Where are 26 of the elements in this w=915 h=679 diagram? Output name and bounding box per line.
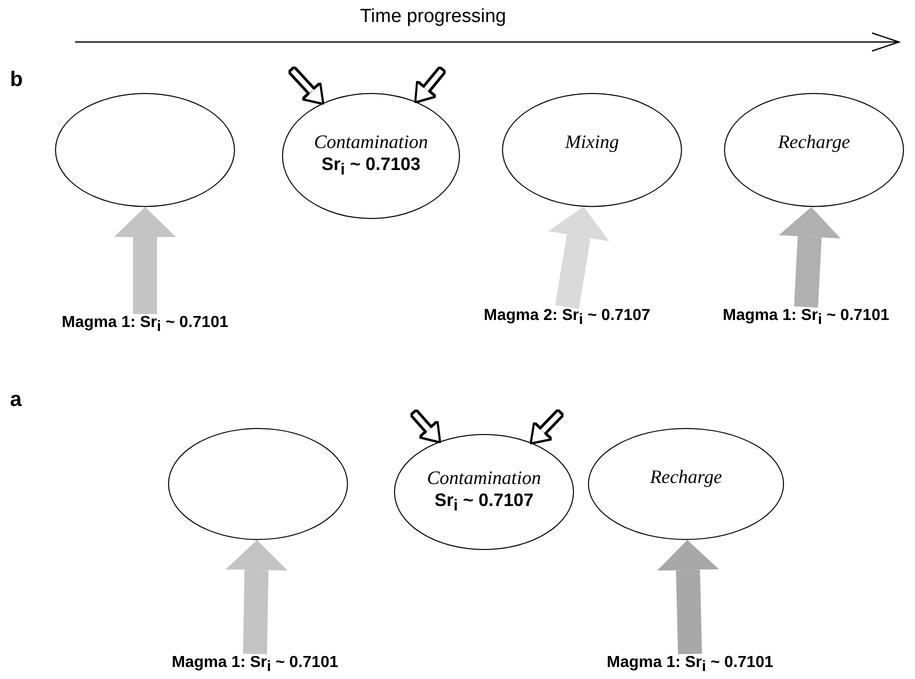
magma-chamber-ellipse [588, 428, 784, 540]
process-label: Recharge [778, 132, 850, 154]
panel-letter: a [10, 388, 22, 412]
magma-chamber-ellipse [394, 434, 574, 550]
panel-letter: b [10, 68, 23, 92]
hollow-arrow [531, 410, 562, 443]
block-arrow [114, 207, 176, 314]
process-label: Recharge [650, 467, 722, 489]
hollow-arrow [290, 68, 323, 104]
block-arrow [657, 540, 719, 654]
block-arrow [778, 206, 841, 308]
magma-chamber-ellipse [168, 428, 348, 540]
block-arrow [548, 206, 610, 309]
magma-chamber-ellipse [724, 93, 904, 207]
process-label: Contamination [426, 468, 541, 490]
axis-label: Time progressing [360, 6, 506, 28]
block-arrow [226, 540, 288, 654]
isotope-ratio: Sr$_{i}$ ~ 0.7107 [434, 490, 534, 516]
process-label: Mixing [565, 132, 619, 154]
magma-chamber-ellipse [282, 93, 460, 219]
process-label: Contamination [314, 132, 428, 154]
magma-chamber-ellipse [502, 93, 682, 207]
isotope-ratio: Sr$_{i}$ ~ 0.7103 [321, 154, 421, 180]
magma-chamber-ellipse [55, 93, 235, 207]
hollow-arrow [416, 68, 444, 102]
hollow-arrow [412, 411, 440, 442]
